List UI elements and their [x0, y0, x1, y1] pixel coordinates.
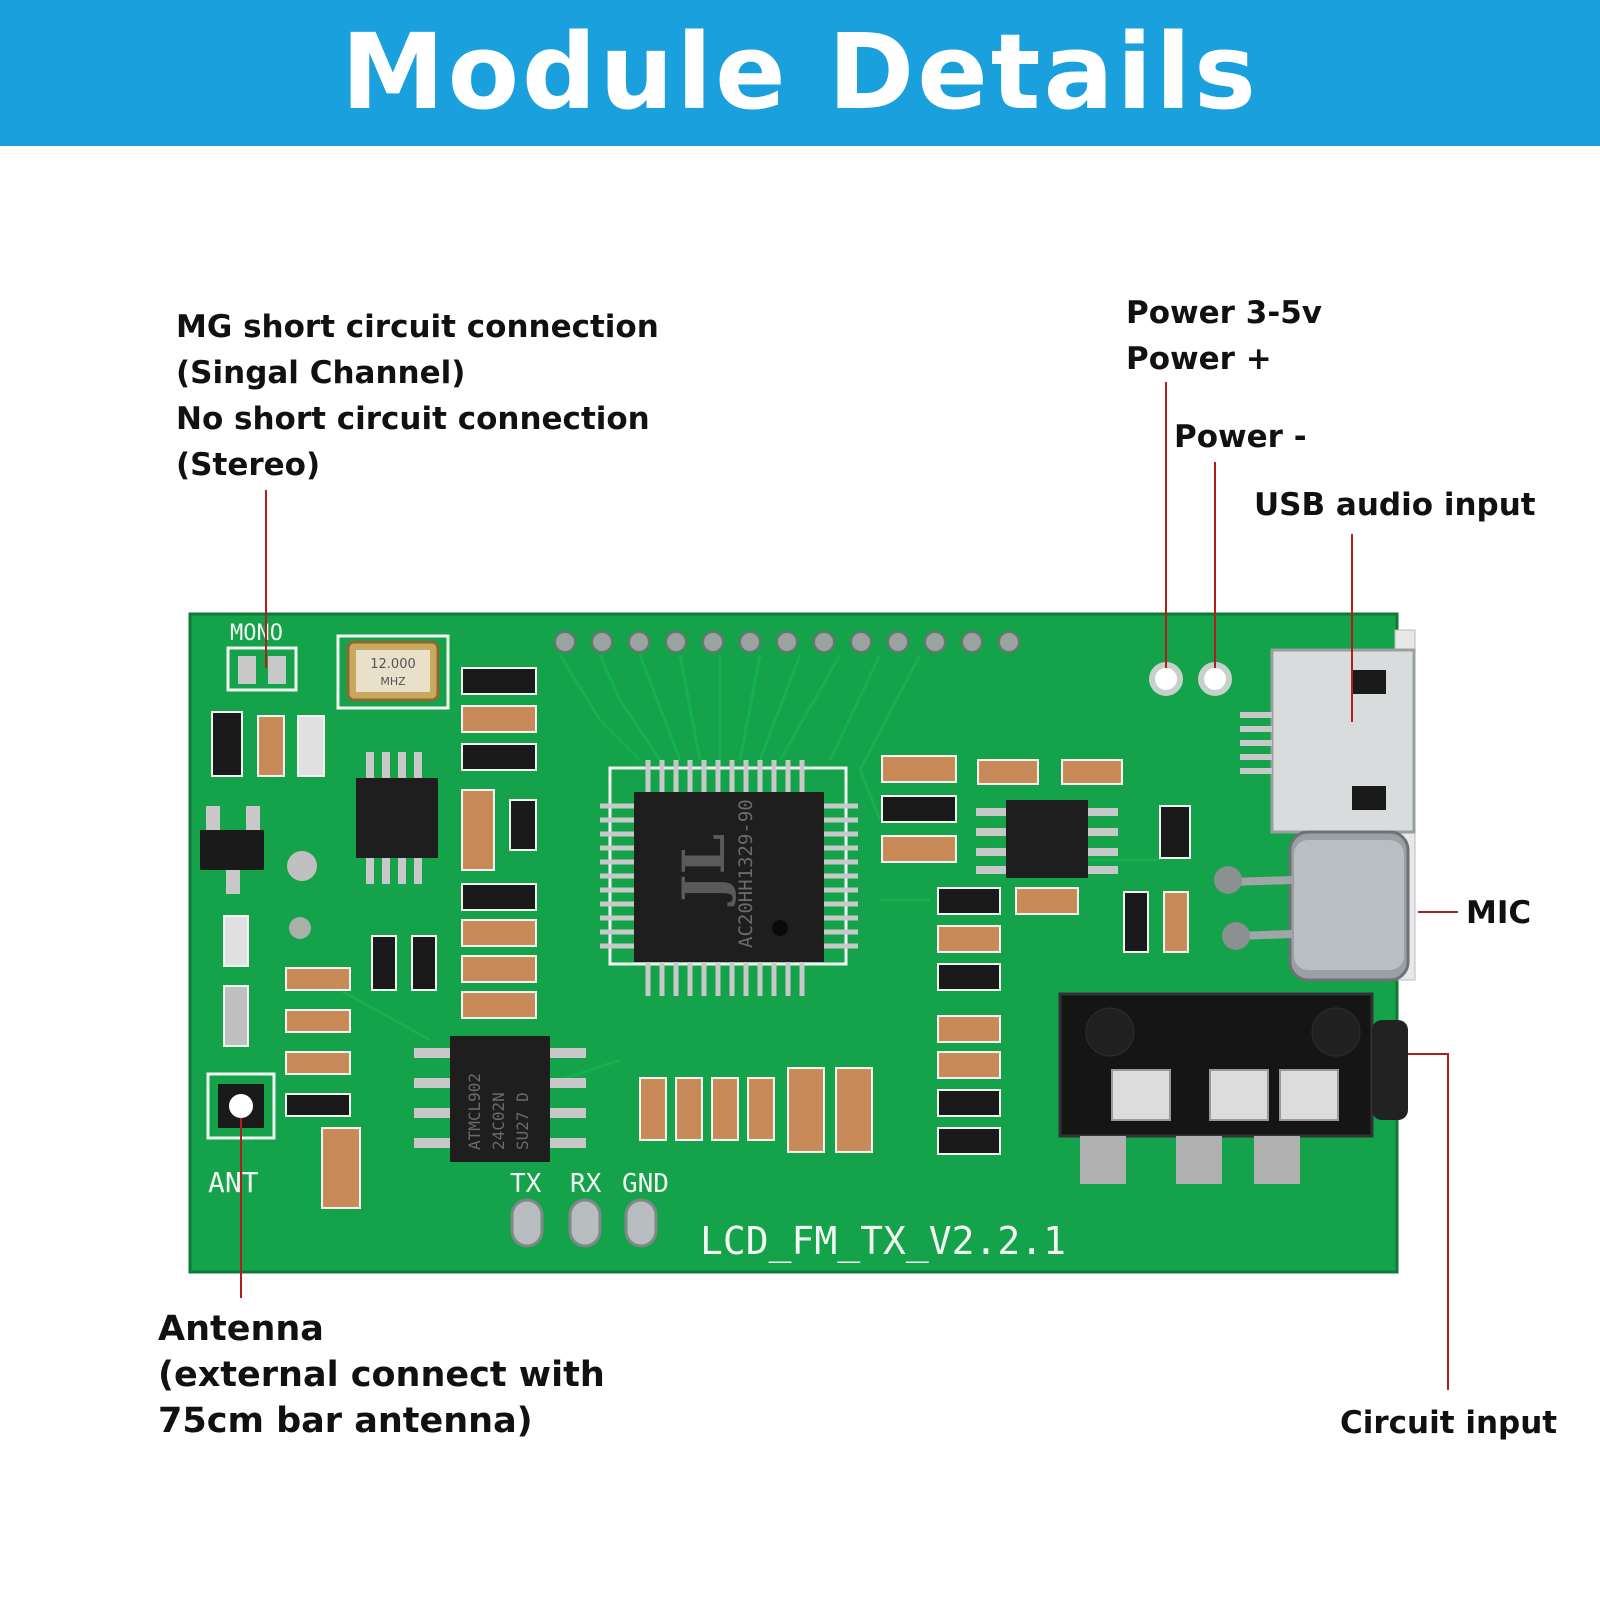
small-ic	[356, 752, 438, 884]
board-version-silkscreen: LCD_FM_TX_V2.2.1	[700, 1219, 1066, 1264]
usb-audio-label: USB audio input	[1254, 487, 1536, 523]
svg-text:MHZ: MHZ	[380, 675, 406, 688]
audio-amp-ic	[976, 800, 1118, 878]
svg-text:SU27 D: SU27 D	[513, 1092, 532, 1150]
gnd-pad	[624, 1198, 658, 1248]
leader-lines	[240, 382, 1458, 1390]
svg-text:ATMCL902: ATMCL902	[465, 1073, 484, 1150]
rx-pad	[568, 1198, 602, 1248]
header-pin-row	[554, 631, 1020, 653]
svg-text:JL: JL	[670, 834, 738, 907]
usb-port	[1240, 648, 1416, 834]
transistor	[200, 830, 264, 870]
microphone	[1214, 830, 1410, 982]
gnd-silkscreen: GND	[622, 1169, 669, 1199]
main-chip: JL AC20HH1329-90	[600, 760, 858, 996]
audio-jack	[1058, 992, 1408, 1184]
svg-text:12.000: 12.000	[370, 657, 416, 672]
eeprom-chip: ATMCL902 24C02N SU27 D	[414, 1036, 586, 1162]
ant-silkscreen: ANT	[208, 1166, 259, 1199]
crystal-oscillator: 12.000 MHZ	[336, 634, 450, 710]
svg-text:24C02N: 24C02N	[489, 1092, 508, 1150]
power-minus-label: Power -	[1174, 419, 1307, 455]
power-plus-pad	[1149, 662, 1183, 696]
antenna-label: Antenna (external connect with 75cm bar …	[158, 1309, 605, 1441]
mic-label: MIC	[1466, 895, 1532, 931]
circuit-input-label: Circuit input	[1340, 1405, 1558, 1441]
power-minus-pad	[1198, 662, 1232, 696]
mono-jumper-label: MG short circuit connection (Singal Chan…	[176, 309, 659, 483]
power-plus-label: Power 3-5v Power +	[1126, 295, 1322, 377]
rx-silkscreen: RX	[570, 1169, 602, 1199]
mono-silkscreen: MONO	[230, 621, 283, 646]
svg-text:AC20HH1329-90: AC20HH1329-90	[735, 799, 757, 948]
mono-jumper	[226, 646, 298, 692]
tx-pad	[510, 1198, 544, 1248]
tx-silkscreen: TX	[510, 1169, 542, 1199]
page-title: Module Details	[341, 11, 1259, 133]
header-banner: Module Details	[0, 0, 1600, 146]
